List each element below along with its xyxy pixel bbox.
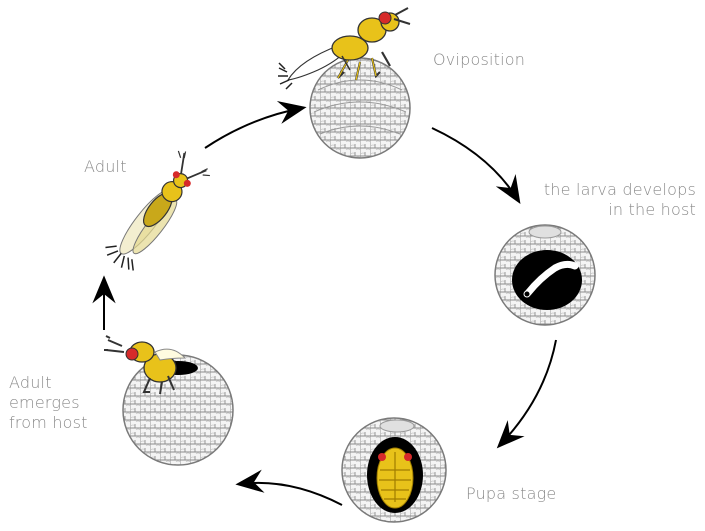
larva-egg xyxy=(494,224,596,326)
arrow-larva-to-pupa xyxy=(496,339,557,449)
label-adult-emerges: Adult emerges from host xyxy=(9,373,88,432)
arrow-oviposition-to-larva xyxy=(431,127,521,204)
ovipositing-wasp xyxy=(278,7,411,90)
label-larva-develops: the larva develops in the host xyxy=(543,180,696,219)
pupa-egg xyxy=(341,417,447,523)
label-oviposition: Oviposition xyxy=(433,50,526,69)
emerging-wasp xyxy=(104,335,187,395)
label-adult: Adult xyxy=(84,157,127,176)
oviposition-egg xyxy=(309,57,411,159)
label-pupa-stage: Pupa stage xyxy=(466,484,557,503)
arrow-pupa-to-emergence xyxy=(235,469,343,506)
cycle-arrows xyxy=(92,100,557,506)
emergence-egg xyxy=(122,354,234,466)
arrow-adult-to-oviposition xyxy=(204,100,307,149)
adult-wasp xyxy=(105,150,210,271)
